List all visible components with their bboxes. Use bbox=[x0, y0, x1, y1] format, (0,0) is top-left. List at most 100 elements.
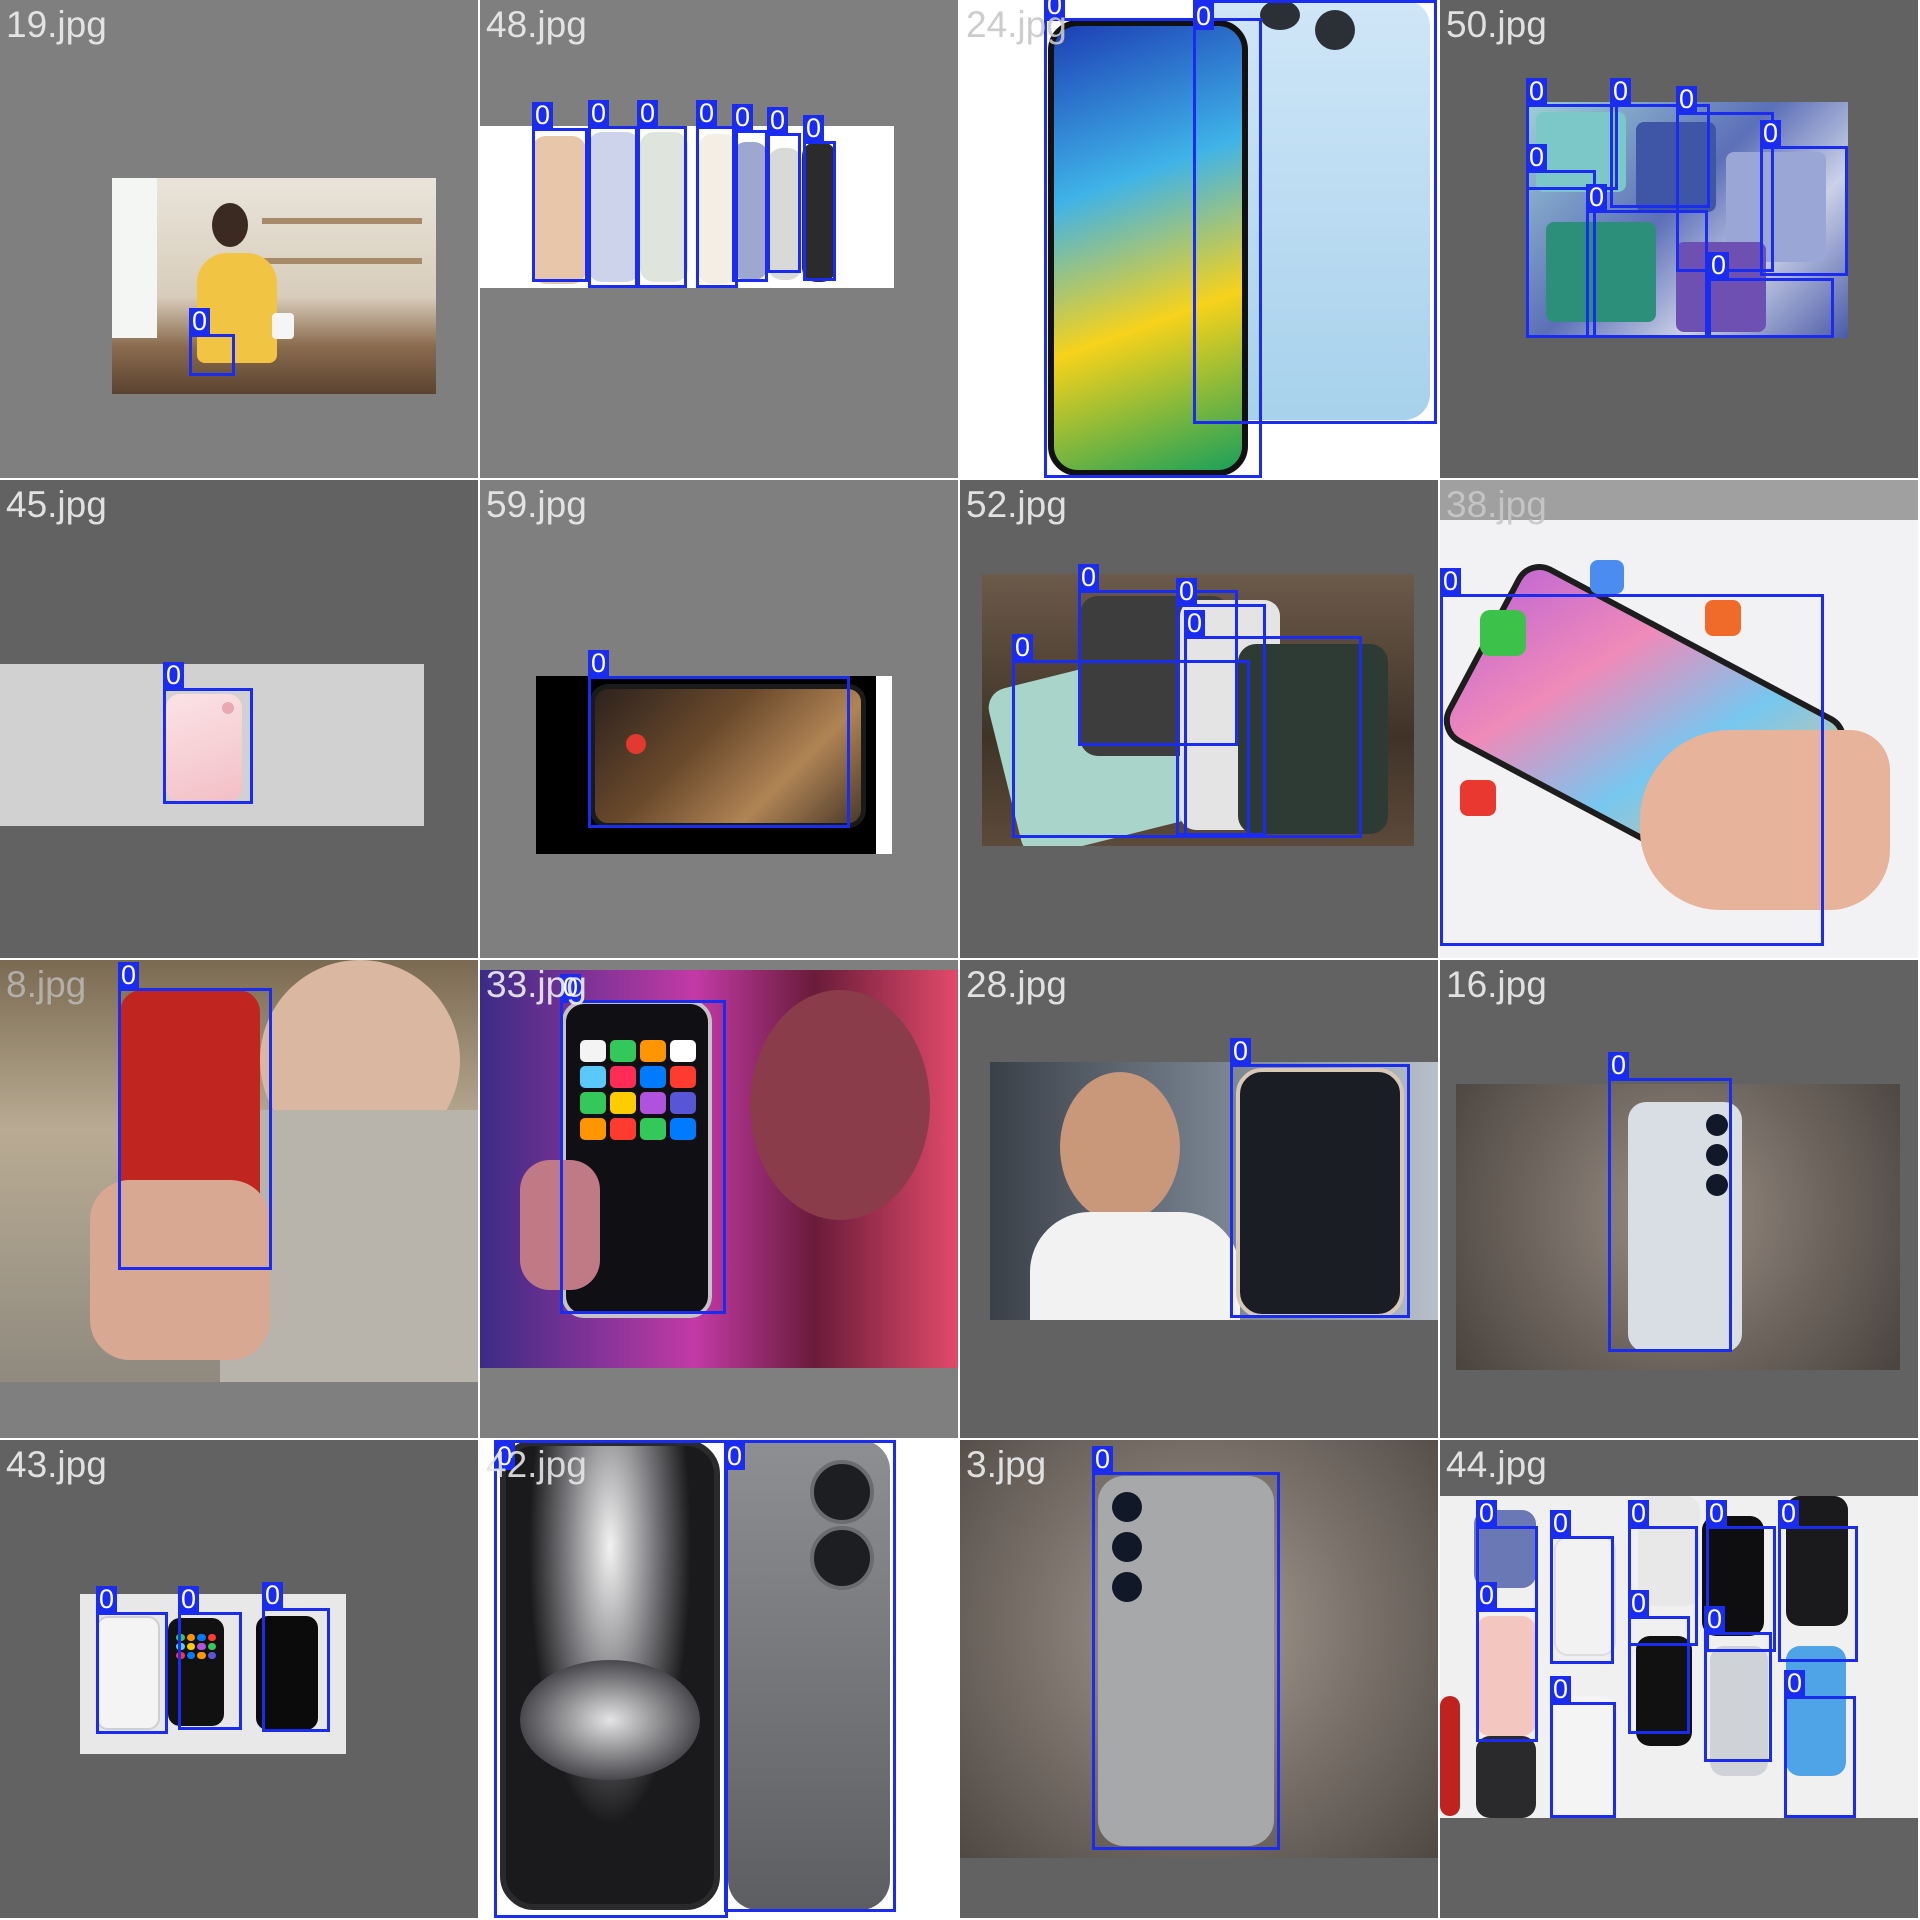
class-label: 0 bbox=[494, 1443, 516, 1470]
class-label: 0 bbox=[732, 104, 754, 131]
photo bbox=[0, 960, 478, 1382]
detection-box: 0 bbox=[1092, 1446, 1280, 1850]
class-label: 0 bbox=[96, 1586, 118, 1613]
filename-label: 19.jpg bbox=[6, 4, 107, 45]
filename-label: 16.jpg bbox=[1446, 964, 1547, 1005]
class-label: 0 bbox=[1610, 78, 1632, 105]
class-label: 0 bbox=[1476, 1500, 1498, 1527]
class-label: 0 bbox=[1176, 578, 1198, 605]
tile-38: 0 38.jpg bbox=[1440, 480, 1918, 958]
class-label: 0 bbox=[1012, 634, 1034, 661]
detection-box: 0 bbox=[1784, 1670, 1856, 1818]
class-label: 0 bbox=[1440, 568, 1462, 595]
class-label: 0 bbox=[1708, 252, 1730, 279]
class-label: 0 bbox=[1526, 144, 1548, 171]
class-label: 0 bbox=[1706, 1500, 1728, 1527]
photo bbox=[112, 178, 436, 394]
class-label: 0 bbox=[262, 1582, 284, 1609]
detection-box: 0 bbox=[803, 115, 836, 281]
tile-59: 0 59.jpg bbox=[480, 480, 958, 958]
filename-label: 3.jpg bbox=[966, 1444, 1047, 1485]
detection-box: 0 bbox=[1610, 78, 1710, 208]
class-label: 0 bbox=[724, 1443, 746, 1470]
tile-9: 0 33.jpg bbox=[480, 960, 958, 1438]
tile-42: 0 0 42.jpg bbox=[480, 1440, 958, 1918]
filename-label: 24.jpg bbox=[966, 4, 1067, 45]
class-label: 0 bbox=[118, 962, 140, 989]
class-label: 0 bbox=[1193, 3, 1215, 30]
detection-box: 0 bbox=[1708, 252, 1834, 338]
detection-box: 0 bbox=[1176, 578, 1266, 836]
tile-52: 0 0 0 0 52.jpg bbox=[960, 480, 1438, 958]
photo bbox=[536, 676, 892, 854]
photo bbox=[480, 126, 894, 288]
detection-box: 0 bbox=[588, 100, 638, 288]
tile-44: 0 0 0 0 0 0 0 0 0 0 44.jpg bbox=[1440, 1440, 1918, 1918]
tile-50: 0 0 0 0 0 0 0 50.jpg bbox=[1440, 0, 1918, 478]
class-label: 0 bbox=[1550, 1510, 1572, 1537]
detection-box: 0 bbox=[189, 308, 235, 376]
class-label: 0 bbox=[1092, 1446, 1114, 1473]
detection-box: 0 bbox=[494, 1440, 728, 1918]
class-label: 0 bbox=[1628, 1590, 1650, 1617]
class-label: 0 bbox=[637, 100, 659, 127]
filename-label: 28.jpg bbox=[966, 964, 1067, 1005]
photo bbox=[960, 1440, 1438, 1858]
class-label: 0 bbox=[1608, 1052, 1630, 1079]
class-label: 0 bbox=[1476, 1582, 1498, 1609]
detection-box: 0 bbox=[532, 102, 588, 282]
detection-box: 0 bbox=[1586, 184, 1708, 338]
photo bbox=[990, 1062, 1438, 1320]
filename-label: 42.jpg bbox=[486, 1444, 587, 1485]
class-label: 0 bbox=[1044, 0, 1066, 19]
photo bbox=[80, 1594, 346, 1754]
detection-box: 0 bbox=[163, 662, 253, 804]
class-label: 0 bbox=[1526, 78, 1548, 105]
detection-box: 0 bbox=[1526, 144, 1596, 338]
class-label: 0 bbox=[532, 102, 554, 129]
detection-box: 0 bbox=[1778, 1500, 1858, 1662]
class-label: 0 bbox=[588, 100, 610, 127]
tile-28: 0 28.jpg bbox=[960, 960, 1438, 1438]
detection-box: 0 bbox=[1044, 0, 1262, 478]
detection-box: 0 bbox=[696, 100, 738, 288]
detection-box: 0 bbox=[560, 974, 726, 1314]
tile-45: 0 45.jpg bbox=[0, 480, 478, 958]
detection-box: 0 bbox=[1760, 120, 1848, 276]
photo bbox=[1440, 520, 1918, 958]
filename-label: 45.jpg bbox=[6, 484, 107, 525]
filename-label: 38.jpg bbox=[1446, 484, 1547, 525]
photo bbox=[480, 1440, 958, 1918]
detection-box: 0 bbox=[1628, 1500, 1698, 1646]
class-label: 0 bbox=[1230, 1038, 1252, 1065]
detection-box: 0 bbox=[1184, 610, 1362, 838]
filename-label: 43.jpg bbox=[6, 1444, 107, 1485]
detection-box: 0 bbox=[1608, 1052, 1732, 1352]
detection-box: 0 bbox=[1230, 1038, 1410, 1318]
photo bbox=[1526, 102, 1848, 338]
detection-box: 0 bbox=[767, 107, 801, 273]
detection-box: 0 bbox=[588, 650, 850, 828]
class-label: 0 bbox=[1184, 610, 1206, 637]
class-label: 0 bbox=[1586, 184, 1608, 211]
class-label: 0 bbox=[1676, 86, 1698, 113]
class-label: 0 bbox=[696, 100, 718, 127]
class-label: 0 bbox=[588, 650, 610, 677]
filename-label: 48.jpg bbox=[486, 4, 587, 45]
class-label: 0 bbox=[1628, 1500, 1650, 1527]
class-label: 0 bbox=[178, 1586, 200, 1613]
detection-box: 0 bbox=[118, 962, 272, 1270]
detection-box: 0 bbox=[262, 1582, 330, 1732]
photo bbox=[480, 970, 958, 1368]
photo bbox=[0, 664, 424, 826]
tile-24: 0 0 24.jpg bbox=[960, 0, 1438, 478]
tile-3: 0 3.jpg bbox=[960, 1440, 1438, 1918]
detection-box: 0 bbox=[637, 100, 687, 288]
filename-label: 44.jpg bbox=[1446, 1444, 1547, 1485]
tile-16: 0 16.jpg bbox=[1440, 960, 1918, 1438]
class-label: 0 bbox=[803, 115, 825, 142]
photo bbox=[1440, 1496, 1918, 1818]
tile-43: 0 0 0 43.jpg bbox=[0, 1440, 478, 1918]
detection-box: 0 bbox=[724, 1440, 896, 1912]
